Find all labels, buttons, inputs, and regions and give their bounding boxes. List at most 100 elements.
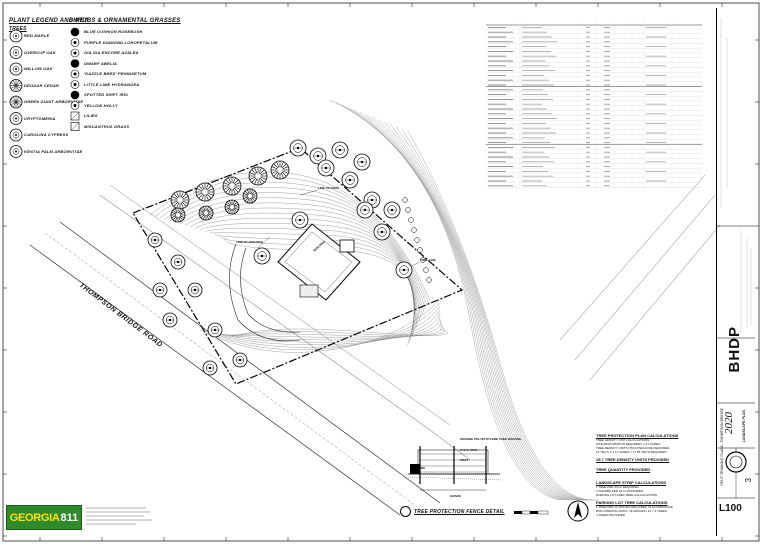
tree-symbol xyxy=(309,147,327,165)
shrub-legend-label: GIA GIA ENCORE AZALEA xyxy=(84,50,139,55)
tree-legend-icon xyxy=(9,145,23,158)
tree-symbol xyxy=(395,261,413,279)
tree-symbol xyxy=(222,176,242,196)
tree-line-symbol xyxy=(417,247,423,253)
trees-heading: TREES xyxy=(9,26,27,32)
tree-legend-label: OVERCUP OAK xyxy=(24,49,56,55)
schedule-grid xyxy=(486,19,702,190)
tree-line-symbol xyxy=(423,267,429,273)
north-arrow-icon xyxy=(567,500,589,522)
shrub-legend-icon xyxy=(70,101,80,110)
shrub-legend-icon xyxy=(70,48,80,58)
tree-line-symbol xyxy=(414,237,420,243)
tree-symbol xyxy=(232,352,248,368)
landscape-line-3: PARKING LOT AREA TREE CALCULATIONS xyxy=(596,493,657,497)
min-height-label: 3' MIN. xyxy=(416,466,426,470)
tree-protection-line-4: 15 TDU'S X 1.17 ACRES = 17.55 TDU'S REQU… xyxy=(596,450,667,454)
shrub-legend-icon xyxy=(70,80,80,89)
driveway xyxy=(229,243,301,342)
firm-name: BHDP xyxy=(726,326,743,373)
parking-title: PARKING LOT TREE CALCULATIONS xyxy=(596,500,668,505)
tree-symbol xyxy=(202,360,218,376)
contour-lines xyxy=(149,171,448,353)
logo-brand: GEORGIA xyxy=(9,511,60,524)
title-block: BHDP SPLIT TRIANGLE PLAZA - THOMPSON BRI… xyxy=(716,8,755,536)
grade-label: GRADE xyxy=(450,494,461,498)
property-boundary xyxy=(132,147,464,385)
border-ticks xyxy=(3,3,759,541)
shrub-legend-label: DWARF ABELIA xyxy=(84,60,117,66)
tree-line-symbol xyxy=(405,207,411,213)
spacing-label: 6' O.C. MAX. xyxy=(460,448,478,452)
landscape-line-2: 3 SHRUBS PER 10 LF PROVIDED xyxy=(596,489,644,493)
georgia-811-logo: GEORGIA 811 xyxy=(6,505,82,530)
shrub-legend-label: MISCANTHUS GRASS xyxy=(84,123,130,129)
tree-symbol xyxy=(170,254,186,270)
tree-legend-label: CRYPTOMERIA xyxy=(24,115,56,121)
detail-title-block: TREE PROTECTION FENCE DETAIL xyxy=(400,506,505,517)
tree-symbol xyxy=(270,160,290,180)
tree-symbol xyxy=(224,199,240,215)
building-footprint xyxy=(277,223,361,301)
tree-legend-label: DEODAR CEDAR xyxy=(24,82,60,88)
tree-symbol xyxy=(331,141,349,159)
shrub-legend-icon xyxy=(70,59,80,68)
plant-schedule xyxy=(486,15,702,193)
tree-line-symbol xyxy=(402,197,408,203)
tree-symbol xyxy=(152,282,168,298)
tree-symbol xyxy=(317,159,335,177)
tree-legend-symbols xyxy=(9,29,23,158)
shrub-legend-label: LITTLE LIME HYDRANGEA xyxy=(84,81,140,87)
tree-symbol xyxy=(187,282,203,298)
tree-protection-title: TREE PROTECTION PLAN CALCULATIONS xyxy=(596,433,679,438)
tree-symbol xyxy=(353,153,371,171)
tree-legend-icon xyxy=(9,79,23,92)
tree-legend-label: WILLOW OAK xyxy=(24,66,53,71)
parking-line-3: 4 TREES PROVIDED xyxy=(596,513,625,517)
tree-protection-line-1: TREE DENSITY UNIT CALCULATIONS xyxy=(596,438,650,442)
logo-number: 811 xyxy=(60,511,79,524)
tree-line-symbol xyxy=(420,257,426,263)
fence-label: ORANGE POLYETHYLENE TREE FENCING xyxy=(460,437,522,441)
tree-legend-icon xyxy=(9,95,23,109)
shrub-legend-label: 'DAZZLE BRED' PENNISETUM xyxy=(84,71,147,76)
fence-detail-drawing xyxy=(405,446,503,491)
tree-symbol xyxy=(291,211,309,229)
shrub-legend-label: PURPLE DIAMOND LOROPETALUM xyxy=(84,39,158,45)
sheet-title: LANDSCAPE PLAN xyxy=(742,410,746,443)
calculation-notes: TREE PROTECTION PLAN CALCULATIONS TREE D… xyxy=(596,433,678,517)
tree-symbol xyxy=(147,232,163,248)
shrub-legend-label: YELLOW HOLLY xyxy=(84,102,118,108)
tree-symbol xyxy=(207,322,223,338)
tree-protection-line-2: SITE RESTORATION REQUIRED: 1.17 ACRES xyxy=(596,442,661,446)
shrubs-heading: SHRUBS & ORNAMENTAL GRASSES xyxy=(69,18,181,24)
tree-legend-label: GREEN GIANT ARBORVITAE xyxy=(24,99,84,104)
shrub-legend-label: LILIES xyxy=(84,113,98,118)
project-number: 2020 xyxy=(723,412,735,434)
title-block-grid xyxy=(717,18,755,499)
east-road xyxy=(559,174,721,381)
tree-symbol xyxy=(170,207,186,223)
landscape-line-1: 1 TREE PER 30 LF REQUIRED xyxy=(596,485,639,489)
shrub-legend-icon xyxy=(70,38,80,47)
revision-number: 3 xyxy=(744,478,753,483)
sheet-number: L100 xyxy=(719,503,742,514)
shrub-legend-icon xyxy=(70,69,80,79)
tree-line-label: TREE LINE xyxy=(420,258,436,262)
east-grading xyxy=(329,99,600,501)
detail-bubble-icon xyxy=(400,506,411,517)
tree-symbol xyxy=(162,312,178,328)
plant-legend-title: PLANT LEGEND AND KEY xyxy=(9,18,89,24)
utility-notice-text xyxy=(86,507,152,525)
tree-symbol xyxy=(195,182,215,202)
tree-symbol xyxy=(242,188,258,204)
line-of-roof-label: LINE OF ROOF xyxy=(318,186,340,190)
tree-symbols xyxy=(147,139,432,376)
shrub-legend-icon xyxy=(70,111,80,121)
buffer-title: TREE QUANTITY PROVIDED xyxy=(596,467,651,472)
tree-legend-label: CAROLINA CYPRESS xyxy=(24,132,69,137)
